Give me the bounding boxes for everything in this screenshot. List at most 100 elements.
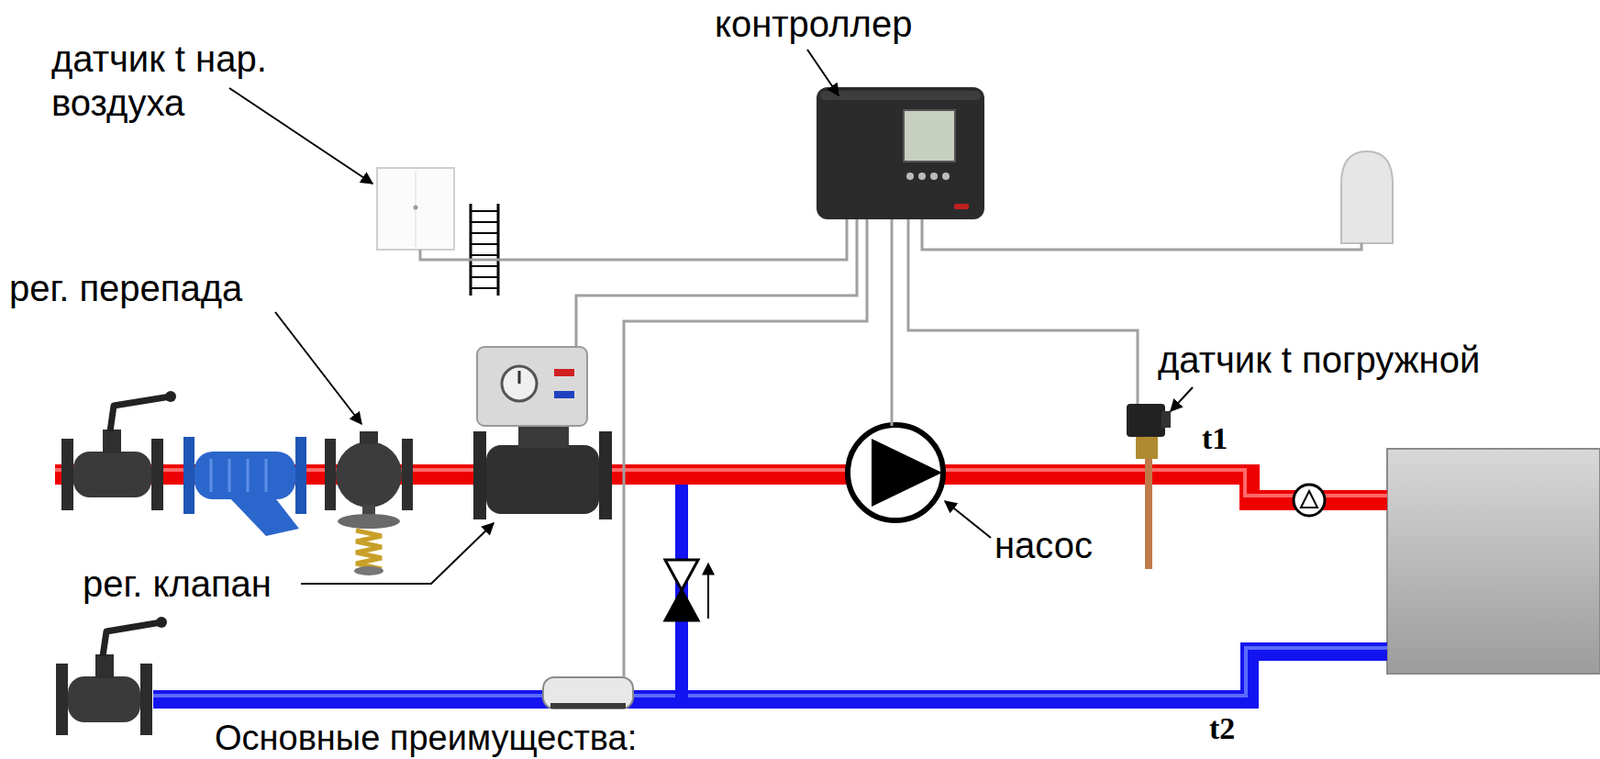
heat-exchanger [1387, 448, 1600, 674]
pressure-regulator [337, 513, 400, 529]
pressure-regulator [355, 530, 382, 569]
valve-label: рег. клапан [82, 561, 272, 606]
strainer [246, 458, 250, 492]
pressure-regulator [324, 438, 336, 511]
leader-line [300, 522, 494, 584]
ball-valve [67, 676, 141, 723]
immersion-sensor [1126, 403, 1171, 569]
leader-line [1170, 387, 1193, 412]
pressure-regulator [335, 441, 402, 508]
signal-wire [420, 219, 1362, 678]
signal-wire [922, 219, 1362, 250]
ball-valve [151, 438, 164, 511]
regulator-label: рег. перепада [9, 266, 243, 311]
wall-hatch [470, 203, 499, 296]
controller-unit [954, 203, 969, 210]
control-valve [554, 390, 575, 399]
pump-label: насос [994, 522, 1093, 567]
pressure-regulator [401, 438, 413, 511]
temperature-mark: t2 [1209, 710, 1235, 748]
outdoor-sensor [377, 167, 455, 250]
pressure-regulator [354, 566, 384, 576]
ball-valve [95, 654, 114, 678]
ball-valve [102, 622, 162, 656]
ball-valve [165, 390, 177, 402]
signal-wire [908, 219, 1138, 404]
section-heading: Основные преимущества: [214, 719, 637, 758]
control-valve [599, 431, 612, 520]
circuit-pump [1300, 490, 1318, 508]
strainer [227, 495, 300, 536]
signal-wire [890, 219, 894, 426]
control-valve [518, 370, 522, 384]
return-sensor [550, 702, 626, 709]
ball-valve [55, 616, 167, 735]
sensor-label: датчик t нар. воздуха [51, 36, 355, 125]
control-valve [473, 431, 487, 520]
controller-label: контроллер [714, 1, 912, 46]
ball-valve [110, 396, 171, 432]
controller-unit [918, 172, 926, 180]
immersion-sensor [1135, 436, 1158, 459]
strainer [265, 458, 268, 492]
controller-unit [816, 87, 985, 220]
control-valve [518, 423, 569, 448]
immersion-sensor [1126, 403, 1166, 437]
return-sensor [543, 677, 634, 709]
immersion-sensor [1144, 458, 1153, 569]
sensor-label: датчик t погружной [1157, 337, 1480, 382]
controller-unit [942, 172, 950, 180]
return-pipe [153, 651, 1388, 700]
check-valve [665, 559, 709, 621]
return-pipe [153, 647, 1388, 696]
signal-wire [623, 219, 867, 678]
strainer [194, 451, 296, 500]
ball-valve [140, 663, 153, 735]
wall-hatch [497, 203, 500, 296]
heat-exchanger [1387, 448, 1600, 674]
ball-valve [61, 438, 74, 511]
controller-unit [816, 87, 985, 220]
leader-line [229, 49, 1193, 584]
circuit-pump [1293, 484, 1325, 516]
ball-valve [61, 390, 177, 511]
control-valve [501, 366, 537, 401]
check-valve [707, 563, 710, 619]
ball-valve [55, 663, 68, 735]
control-valve [486, 444, 600, 514]
leader-line [807, 49, 839, 96]
outdoor-sensor [377, 167, 455, 250]
return-sensor [543, 677, 634, 709]
ball-valve [102, 429, 122, 454]
strainer [183, 436, 195, 514]
pump-symbol [871, 438, 943, 507]
ball-valve [155, 616, 167, 628]
room-sensor [1341, 151, 1393, 244]
temperature-mark: t1 [1201, 420, 1228, 458]
circuit-pump [1293, 484, 1325, 516]
return-pipe [153, 647, 1388, 700]
controller-unit [930, 172, 938, 180]
leader-line [944, 500, 991, 538]
strainer [183, 436, 307, 536]
strainer [228, 458, 232, 492]
wall-hatch [470, 211, 499, 289]
ball-valve [73, 451, 152, 498]
controller-unit [820, 90, 981, 100]
pressure-regulator [359, 431, 378, 445]
check-valve [665, 589, 699, 621]
signal-wire [420, 219, 847, 260]
signal-wire [576, 219, 857, 347]
wall-hatch [469, 203, 473, 296]
pressure-regulator [324, 431, 413, 576]
immersion-sensor [1161, 411, 1171, 428]
leader-line [229, 88, 373, 184]
pump-symbol [847, 424, 944, 521]
control-valve [554, 368, 575, 377]
control-valve [473, 346, 612, 520]
outdoor-sensor [413, 205, 419, 211]
strainer [210, 458, 213, 492]
room-sensor [1341, 151, 1393, 244]
controller-unit [903, 110, 956, 162]
check-valve [665, 559, 699, 590]
